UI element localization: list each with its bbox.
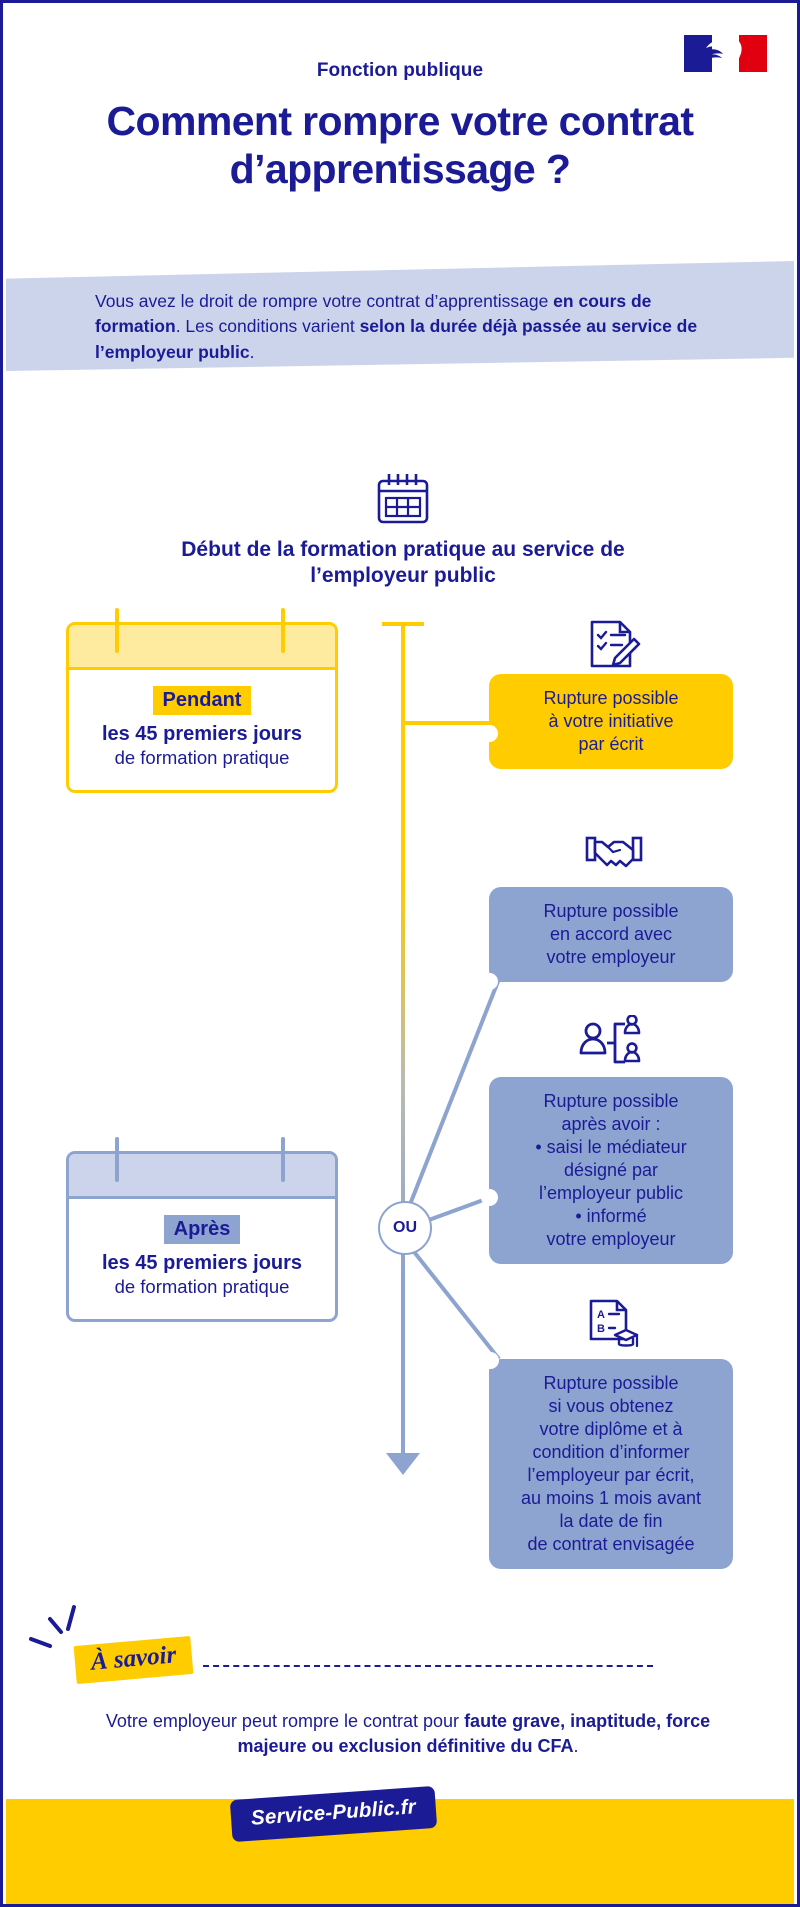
calendar-ring-left (115, 608, 119, 653)
period-card-line1: les 45 premiers jours (101, 1252, 303, 1274)
outcome-line: la date de fin (559, 1511, 663, 1532)
french-flag-logo (684, 35, 767, 72)
flag-red-band (739, 35, 767, 72)
note-text-part1: Votre employeur peut rompre le contrat p… (105, 1711, 465, 1731)
note-text-bold: faute grave, inaptitude, force majeure o… (237, 1711, 711, 1756)
outcome-line: si vous obtenez (548, 1396, 674, 1417)
calendar-icon (377, 474, 429, 524)
intro-bold-1: en cours de formation (95, 291, 652, 337)
intro-part-3: . (249, 341, 255, 362)
mediator-people-icon (579, 1015, 641, 1064)
connector-dot (481, 1189, 498, 1206)
period-card-tag: Après (163, 1215, 241, 1244)
outcome-line: au moins 1 mois avant (520, 1488, 702, 1509)
calendar-ring-right (281, 608, 285, 653)
outcome-line: de contrat envisagée (527, 1534, 695, 1555)
outcome-line: Rupture possible (543, 688, 679, 708)
connector-accord (405, 978, 501, 1213)
calendar-card-body: Après les 45 premiers jours de formation… (69, 1199, 335, 1319)
connector-diplome (405, 1241, 501, 1361)
outcome-bullet-cont: désigné par (563, 1160, 659, 1181)
sparkle-icon (29, 1605, 76, 1648)
svg-text:B: B (597, 1323, 605, 1335)
or-node: OU (378, 1201, 432, 1255)
calendar-ring-right (281, 1137, 285, 1182)
outcome-line: par écrit (578, 734, 644, 755)
intro-banner-background (6, 261, 794, 371)
intro-part-1: Vous avez le droit de rompre votre contr… (95, 291, 554, 311)
timeline-branch-initiative (403, 721, 501, 725)
period-card-line2: de formation pratique (114, 747, 290, 769)
outcome-card-accord: Rupture possible en accord avec votre em… (481, 887, 733, 990)
svg-text:A: A (597, 1309, 605, 1321)
flag-white-band (705, 35, 742, 72)
outcome-line: Rupture possible (543, 901, 679, 921)
page-title: Comment rompre votre contrat d’apprentis… (106, 98, 695, 192)
connector-dot (481, 725, 498, 742)
calendar-ring-left (115, 1137, 119, 1182)
timeline-axis (401, 622, 405, 1459)
outcome-bullet-cont: votre employeur (546, 1229, 676, 1250)
connector-dot (481, 973, 498, 990)
calendar-rings (69, 608, 335, 653)
diploma-document-icon: A B (589, 1299, 639, 1348)
calendar-card-body: Pendant les 45 premiers jours de formati… (69, 670, 335, 790)
eyebrow-label: Fonction publique (316, 60, 484, 81)
intro-bold-2: selon la durée déjà passée au service de… (95, 316, 698, 362)
outcome-line: l’employeur par écrit, (527, 1465, 695, 1486)
connector-dot (482, 1352, 499, 1369)
outcome-line: en accord avec (549, 924, 673, 945)
marianne-icon (705, 38, 742, 68)
intro-part-2: . Les conditions varient (175, 316, 360, 337)
period-card-tag: Pendant (152, 686, 252, 715)
calendar-card-header (69, 1154, 335, 1199)
period-card-line2: de formation pratique (114, 1276, 290, 1298)
calendar-card-header (69, 625, 335, 670)
outcome-card-mediateur: Rupture possible après avoir : saisi le … (481, 1077, 733, 1265)
outcome-line: votre employeur (546, 947, 676, 968)
period-card-pendant: Pendant les 45 premiers jours de formati… (66, 608, 338, 793)
handshake-icon (585, 836, 643, 868)
outcome-card-diplome: Rupture possible si vous obtenez votre d… (482, 1352, 733, 1570)
period-card-line1: les 45 premiers jours (101, 723, 303, 745)
outcome-bullet: informé (503, 1205, 719, 1228)
outcome-line: après avoir : (561, 1114, 661, 1135)
outcome-line: votre diplôme et à (539, 1419, 683, 1440)
note-text: Votre employeur peut rompre le contrat p… (103, 1709, 713, 1759)
outcome-card-initiative: Rupture possible à votre initiative par … (481, 674, 733, 770)
timeline-start-caption: Début de la formation pratique au servic… (181, 538, 625, 587)
period-card-apres: Après les 45 premiers jours de formation… (66, 1137, 338, 1322)
flag-blue-band (684, 35, 712, 72)
outcome-bullet-cont: l’employeur public (538, 1183, 684, 1204)
note-dashed-rule (203, 1665, 653, 1667)
footer-bottom-rule (3, 1904, 797, 1907)
intro-banner: Vous avez le droit de rompre votre contr… (6, 261, 794, 371)
outcome-line: Rupture possible (543, 1091, 679, 1111)
outcome-bullet-list: saisi le médiateur désigné par l’employe… (503, 1136, 719, 1251)
calendar-rings (69, 1137, 335, 1182)
outcome-line: condition d’informer (532, 1442, 690, 1463)
outcome-line: Rupture possible (543, 1373, 679, 1393)
note-text-part2: . (573, 1735, 579, 1756)
outcome-bullet: saisi le médiateur (503, 1136, 719, 1159)
timeline-arrow-head-icon (386, 1453, 420, 1475)
intro-text: Vous avez le droit de rompre votre contr… (95, 289, 715, 365)
outcome-line: à votre initiative (548, 711, 674, 732)
checklist-pencil-icon (590, 620, 641, 668)
